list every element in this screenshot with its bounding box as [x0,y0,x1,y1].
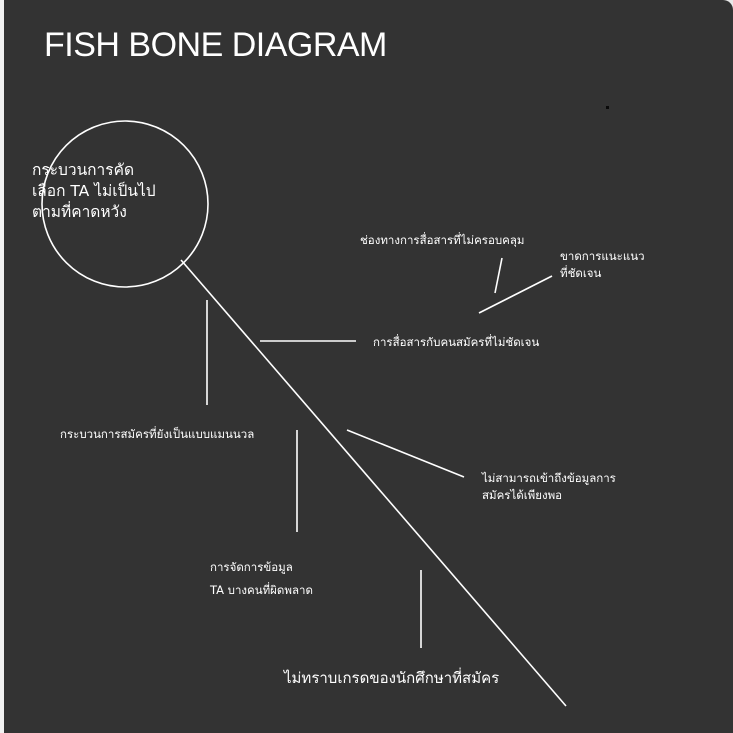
cause-manual-process-label: กระบวนการสมัครที่ยังเป็นแบบแมนนวล [60,427,255,441]
diagram-title: FISH BONE DIAGRAM [44,26,387,64]
fish-spine [180,259,567,707]
bone-guidance [478,275,553,314]
cause-data-management-label: การจัดการข้อมูล TA บางคนที่ผิดพลาด [210,556,313,602]
cause-access-line-2: สมัครได้เพียงพอ [482,488,563,502]
cause-guidance-label: ขาดการแนะแนว ที่ชัดเจน [560,248,645,282]
fishbone-lines [41,120,567,707]
bone-channels [494,257,503,294]
cause-access-label: ไม่สามารถเข้าถึงข้อมูลการ สมัครได้เพียงพ… [482,470,616,504]
cause-access-line-1: ไม่สามารถเข้าถึงข้อมูลการ [482,471,616,485]
cause-guidance-line-1: ขาดการแนะแนว [560,249,645,263]
cause-data-line-2: TA บางคนที่ผิดพลาด [210,583,313,597]
cause-communication-label: การสื่อสารกับคนสมัครที่ไม่ชัดเจน [373,335,540,349]
cause-data-line-1: การจัดการข้อมูล [210,560,293,574]
problem-statement: กระบวนการคัด เลือก TA ไม่เป็นไป ตามที่คา… [32,160,197,223]
cause-grades-label: ไม่ทราบเกรดของนักศึกษาที่สมัคร [284,669,500,687]
problem-line-2: เลือก TA ไม่เป็นไป [32,182,156,200]
problem-line-3: ตามที่คาดหวัง [32,203,127,221]
bone-access [346,429,465,478]
stray-dot [606,106,609,109]
cause-channels-label: ช่องทางการสื่อสารที่ไม่ครอบคลุม [360,233,525,247]
fish-head-circle [41,120,209,288]
problem-line-1: กระบวนการคัด [32,161,135,179]
cause-guidance-line-2: ที่ชัดเจน [560,266,602,280]
